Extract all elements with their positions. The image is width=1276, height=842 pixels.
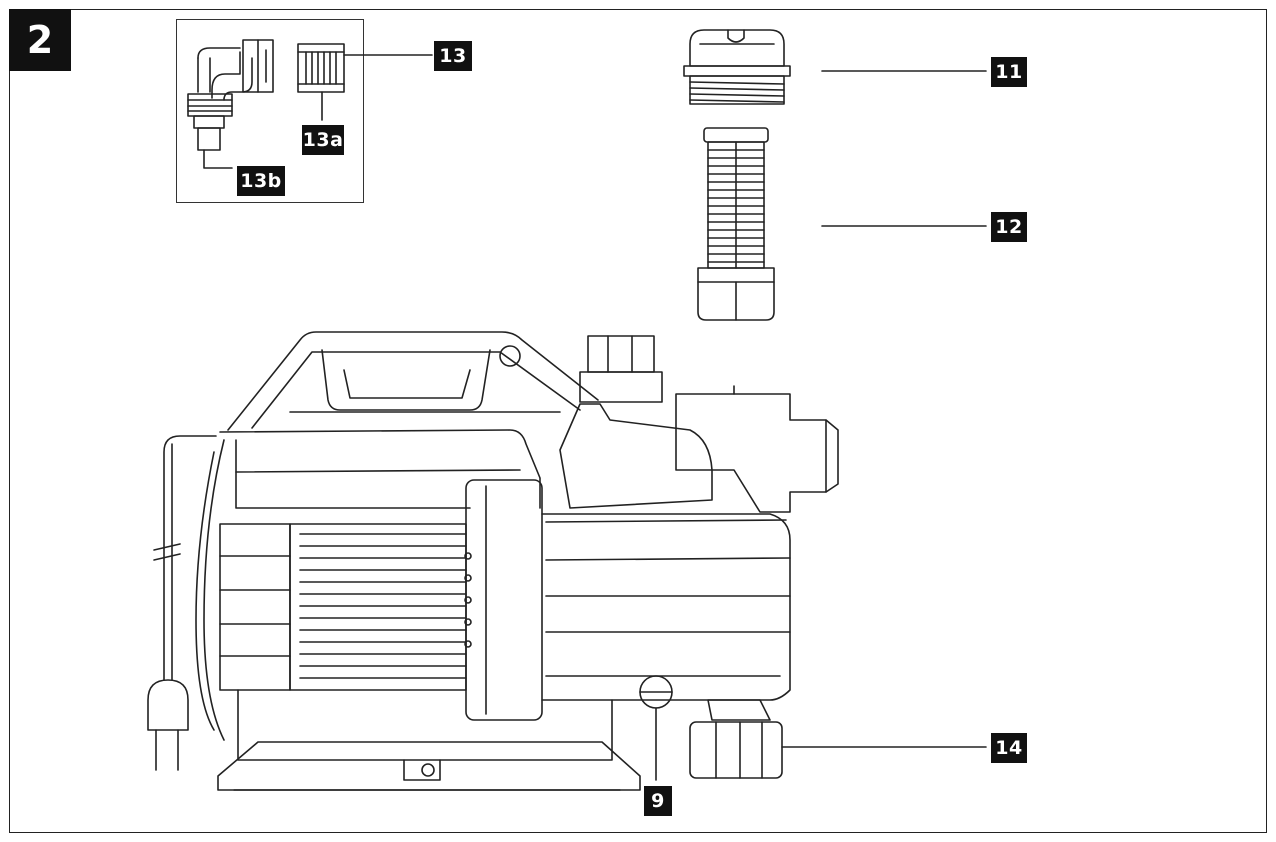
callout-12: 12 [991, 212, 1027, 242]
callout-13b: 13b [237, 166, 285, 196]
filter-basket-12 [697, 127, 987, 321]
callout-11: 11 [991, 57, 1027, 87]
callout-14: 14 [991, 733, 1027, 763]
callout-9: 9 [644, 786, 672, 816]
callout-13a: 13a [302, 125, 344, 155]
thread-adapter-13a [297, 43, 433, 121]
pump-body [147, 331, 987, 791]
callout-13: 13 [434, 41, 472, 71]
elbow-fitting-13b [187, 39, 274, 169]
figure-frame [9, 9, 1267, 833]
filter-cap-11 [683, 29, 987, 105]
figure-number-badge: 2 [9, 9, 71, 71]
